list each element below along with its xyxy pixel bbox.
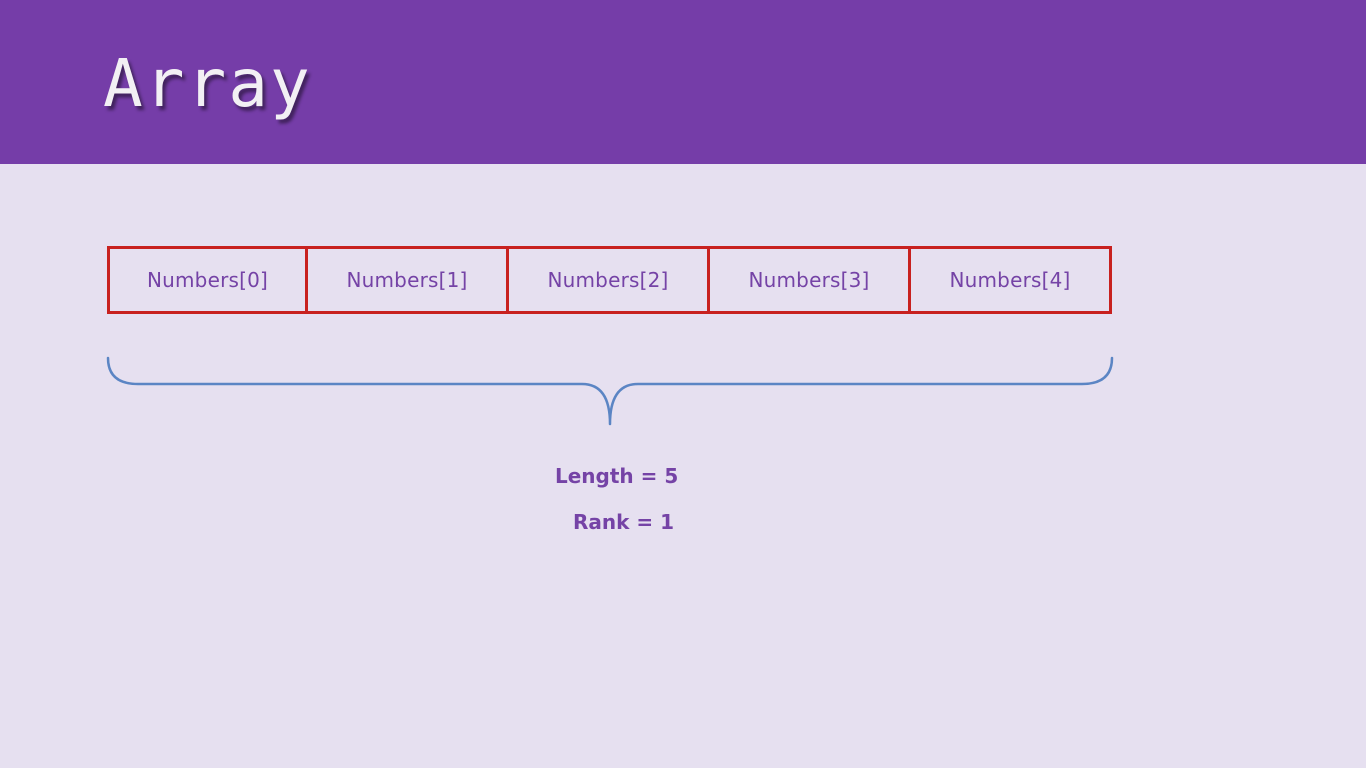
array-cell: Numbers[2] bbox=[509, 246, 710, 314]
array-cell: Numbers[0] bbox=[107, 246, 308, 314]
curly-brace-icon bbox=[106, 356, 1114, 426]
array-cell: Numbers[4] bbox=[911, 246, 1112, 314]
array-cells: Numbers[0] Numbers[1] Numbers[2] Numbers… bbox=[107, 246, 1112, 314]
array-cell: Numbers[3] bbox=[710, 246, 911, 314]
rank-label: Rank = 1 bbox=[573, 510, 675, 534]
array-cell: Numbers[1] bbox=[308, 246, 509, 314]
header-bar: Array bbox=[0, 0, 1366, 164]
length-label: Length = 5 bbox=[555, 464, 679, 488]
slide-title: Array bbox=[103, 45, 312, 122]
